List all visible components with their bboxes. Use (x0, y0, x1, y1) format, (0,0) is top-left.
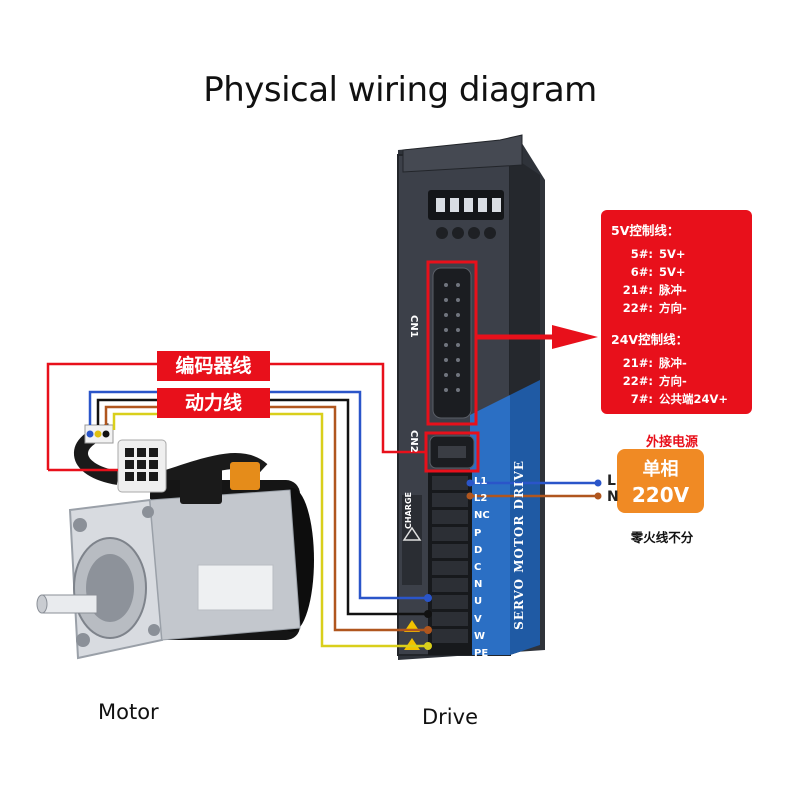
power-wire-blue (88, 390, 428, 600)
terminal-label: PE (474, 648, 489, 659)
l-label: L (607, 473, 616, 489)
spec-pin: 22#: (622, 374, 653, 388)
terminal-label: N (474, 579, 483, 591)
power-wire-brown (104, 405, 428, 632)
spec-desc: 脉冲- (659, 283, 687, 297)
spec-row: 22#: 方向- (611, 299, 752, 317)
n-label: N (607, 489, 619, 505)
terminal-label: D (474, 544, 483, 556)
drive-brand-text: SERVO MOTOR DRIVE (512, 460, 526, 630)
encoder-line-label: 编码器线 (157, 351, 270, 381)
power-phase: 单相 (642, 459, 679, 480)
cn1-highlight (426, 260, 478, 426)
encoder-wire (46, 362, 426, 470)
page-title: Physical wiring diagram (203, 70, 597, 110)
power-spec-box: 单相 220V (617, 449, 704, 513)
spec-desc: 脉冲- (659, 356, 687, 370)
terminal-label: P (474, 527, 482, 539)
power-wire-black (96, 398, 428, 616)
cn2-label: CN2 (408, 430, 419, 453)
control-spec-panel: 5V控制线： 5#: 5V+ 6#: 5V+ 21#: 脉冲- 22#: 方向- 24V控制线… (601, 210, 752, 414)
spec-pin: 5#: (630, 247, 653, 261)
terminal-label: V (474, 613, 482, 625)
external-power-caption: 外接电源 (645, 435, 698, 450)
terminal-label: C (474, 562, 482, 573)
terminal-label: U (474, 596, 483, 608)
terminal-label: NC (474, 510, 490, 522)
power-line-label: 动力线 (157, 388, 270, 418)
spec-pin: 22#: (622, 301, 653, 315)
spec-desc: 5V+ (659, 265, 686, 279)
power-wire-yellow (112, 412, 428, 648)
motor-caption: Motor (98, 700, 159, 724)
spec-pin: 21#: (622, 283, 653, 297)
spec-desc: 方向- (659, 301, 687, 315)
spec-pin: 6#: (630, 265, 653, 279)
spec-pin: 7#: (630, 392, 653, 406)
spec-row: 22#: 方向- (611, 372, 752, 390)
control-5v-title: 5V控制线： (611, 223, 680, 238)
spec-pin: 21#: (622, 356, 653, 370)
terminal-label: L1 (474, 476, 488, 487)
charge-label: CHARGE (404, 492, 413, 529)
spec-row: 5#: 5V+ (611, 245, 752, 263)
cn1-label: CN1 (408, 315, 419, 338)
servo-drive (397, 134, 545, 660)
power-note: 零火线不分 (630, 530, 694, 545)
servo-motor (36, 423, 314, 660)
cn1-connector (432, 267, 472, 419)
drive-caption: Drive (422, 705, 478, 729)
spec-desc: 5V+ (659, 247, 686, 261)
terminal-label: L2 (474, 493, 488, 505)
spec-desc: 公共端24V+ (659, 392, 729, 406)
terminal-label: W (474, 630, 486, 642)
spec-row: 6#: 5V+ (611, 263, 752, 281)
keypad (436, 227, 496, 239)
servo-stripe (470, 395, 510, 655)
spec-row: 21#: 脉冲- (611, 354, 752, 372)
control-24v-title: 24V控制线： (611, 332, 689, 347)
spec-row: 7#: 公共端24V+ (611, 390, 752, 408)
spec-row: 21#: 脉冲- (611, 281, 752, 299)
power-voltage: 220V (631, 483, 690, 507)
spec-desc: 方向- (659, 374, 687, 388)
